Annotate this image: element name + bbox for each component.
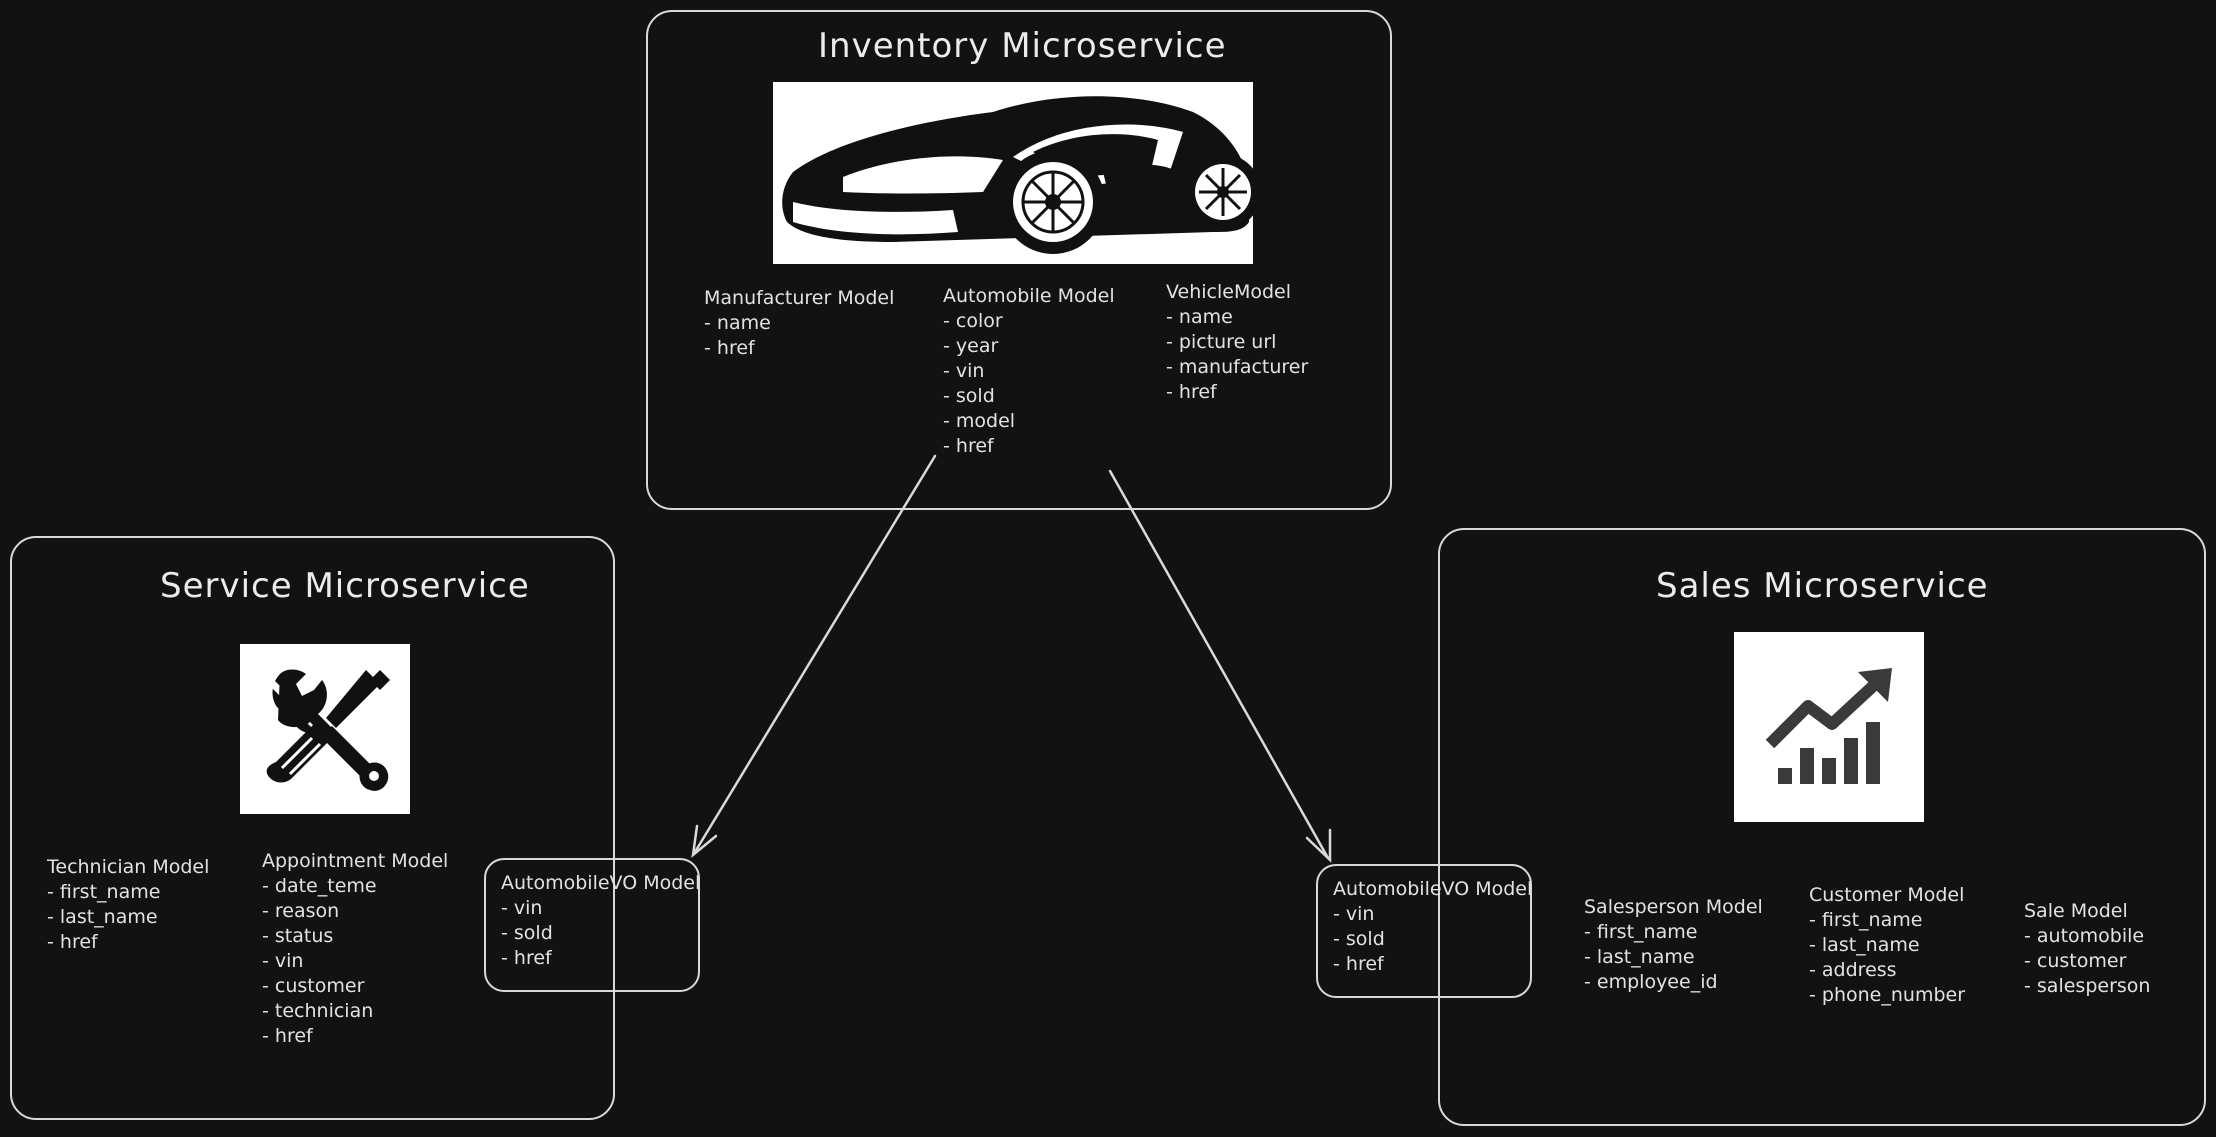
field: picture url bbox=[1166, 330, 1308, 355]
field: year bbox=[943, 334, 1115, 359]
technician-model: Technician Model first_name last_name hr… bbox=[47, 855, 209, 955]
field: sold bbox=[501, 921, 700, 946]
field: customer bbox=[262, 974, 448, 999]
field: href bbox=[47, 930, 209, 955]
growth-chart-icon bbox=[1734, 632, 1924, 822]
salesperson-model-title: Salesperson Model bbox=[1584, 896, 1763, 918]
field: vin bbox=[943, 359, 1115, 384]
field: color bbox=[943, 309, 1115, 334]
service-automobilevo-model: AutomobileVO Model vin sold href bbox=[501, 871, 700, 971]
sale-model-title: Sale Model bbox=[2024, 900, 2128, 922]
arrowhead-sales bbox=[1305, 828, 1332, 863]
customer-model-title: Customer Model bbox=[1809, 884, 1965, 906]
sales-microservice-box bbox=[1438, 528, 2206, 1126]
automobile-model-title: Automobile Model bbox=[943, 285, 1115, 307]
sales-automobilevo-title: AutomobileVO Model bbox=[1333, 878, 1533, 900]
arrow-inventory-to-service bbox=[693, 454, 937, 854]
technician-model-title: Technician Model bbox=[47, 856, 210, 878]
field: first_name bbox=[1584, 920, 1763, 945]
field: address bbox=[1809, 958, 1965, 983]
field: vin bbox=[262, 949, 448, 974]
appointment-model-title: Appointment Model bbox=[262, 850, 449, 872]
wrench-screwdriver-icon bbox=[240, 644, 410, 814]
field: salesperson bbox=[2024, 974, 2151, 999]
manufacturer-model-title: Manufacturer Model bbox=[704, 287, 895, 309]
inventory-title: Inventory Microservice bbox=[818, 26, 1227, 66]
field: first_name bbox=[47, 880, 209, 905]
automobile-model: Automobile Model color year vin sold mod… bbox=[943, 284, 1115, 459]
vehicle-model: VehicleModel name picture url manufactur… bbox=[1166, 280, 1308, 405]
sports-car-image bbox=[773, 82, 1261, 264]
field: last_name bbox=[1809, 933, 1965, 958]
vehicle-model-title: VehicleModel bbox=[1166, 281, 1291, 303]
field: name bbox=[1166, 305, 1308, 330]
field: model bbox=[943, 409, 1115, 434]
sale-model: Sale Model automobile customer salespers… bbox=[2024, 899, 2150, 999]
service-microservice-box bbox=[10, 536, 615, 1120]
service-title: Service Microservice bbox=[160, 566, 530, 606]
field: sold bbox=[943, 384, 1115, 409]
field: href bbox=[1166, 380, 1308, 405]
field: automobile bbox=[2024, 924, 2150, 949]
arrow-inventory-to-sales bbox=[1108, 469, 1330, 860]
field: href bbox=[1333, 952, 1532, 977]
appointment-model: Appointment Model date_teme reason statu… bbox=[262, 849, 448, 1049]
field: date_teme bbox=[262, 874, 448, 899]
field: last_name bbox=[47, 905, 209, 930]
field: sold bbox=[1333, 927, 1532, 952]
arrowhead-service bbox=[691, 824, 718, 859]
field: vin bbox=[501, 896, 700, 921]
field: name bbox=[704, 311, 894, 336]
field: href bbox=[262, 1024, 448, 1049]
field: customer bbox=[2024, 949, 2150, 974]
field: status bbox=[262, 924, 448, 949]
salesperson-model: Salesperson Model first_name last_name e… bbox=[1584, 895, 1763, 995]
inventory-microservice-box bbox=[646, 10, 1392, 510]
customer-model: Customer Model first_name last_name addr… bbox=[1809, 883, 1965, 1008]
service-automobilevo-title: AutomobileVO Model bbox=[501, 872, 701, 894]
field: last_name bbox=[1584, 945, 1763, 970]
field: href bbox=[943, 434, 1115, 459]
field: vin bbox=[1333, 902, 1532, 927]
sales-title: Sales Microservice bbox=[1656, 566, 1989, 606]
field: reason bbox=[262, 899, 448, 924]
manufacturer-model: Manufacturer Model name href bbox=[704, 286, 894, 361]
field: first_name bbox=[1809, 908, 1965, 933]
field: employee_id bbox=[1584, 970, 1763, 995]
field: phone_number bbox=[1809, 983, 1965, 1008]
sales-automobilevo-model: AutomobileVO Model vin sold href bbox=[1333, 877, 1532, 977]
field: technician bbox=[262, 999, 448, 1024]
field: manufacturer bbox=[1166, 355, 1308, 380]
field: href bbox=[501, 946, 700, 971]
field: href bbox=[704, 336, 894, 361]
